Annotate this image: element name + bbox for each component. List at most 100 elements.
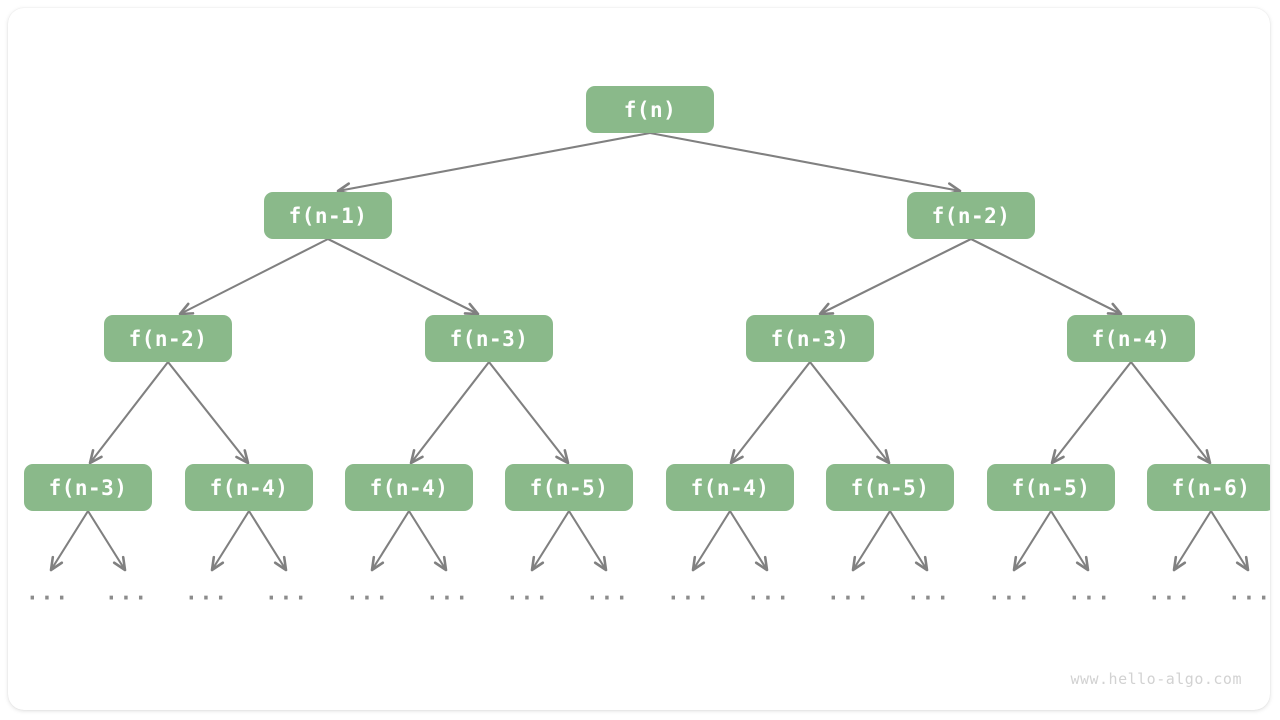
- tree-node-label: f(n-5): [1011, 475, 1091, 500]
- ellipsis-node-15: ...: [1228, 580, 1270, 605]
- tree-node-label: f(n-4): [690, 475, 770, 500]
- tree-edge-n11-e8: [691, 509, 732, 572]
- ellipsis-node-11: ...: [907, 580, 951, 605]
- tree-edge-n1-n3: [178, 237, 330, 316]
- tree-edge-n12-e10: [851, 509, 892, 572]
- ellipsis-node-10: ...: [827, 580, 871, 605]
- tree-edge-n10-e6: [530, 509, 571, 572]
- tree-edge-arrowhead: [1106, 302, 1123, 316]
- ellipsis-node-5: ...: [426, 580, 470, 605]
- tree-edge-arrowhead: [463, 302, 480, 316]
- tree-node-label: f(n-5): [850, 475, 930, 500]
- tree-node-n6: f(n-4): [1067, 315, 1195, 362]
- tree-edge-arrowhead: [88, 449, 103, 465]
- tree-node-n2: f(n-2): [907, 192, 1035, 239]
- tree-node-label: f(n-3): [770, 326, 850, 351]
- tree-edge-arrowhead: [1235, 555, 1250, 572]
- tree-edge-n2-n6: [969, 237, 1123, 316]
- tree-edge-arrowhead: [818, 302, 835, 316]
- tree-node-label: f(n-3): [449, 326, 529, 351]
- tree-edge-arrowhead: [1050, 449, 1065, 465]
- tree-edge-n3-n7: [88, 360, 170, 465]
- tree-node-n1: f(n-1): [264, 192, 392, 239]
- tree-node-n4: f(n-3): [425, 315, 553, 362]
- tree-edge-arrowhead: [409, 449, 424, 465]
- tree-node-label: f(n): [623, 97, 677, 122]
- tree-edge-arrowhead: [530, 555, 545, 572]
- tree-node-label: f(n-6): [1171, 475, 1251, 500]
- tree-edge-n11-e9: [728, 509, 769, 572]
- tree-edge-n2-n5: [818, 237, 973, 316]
- tree-edge-arrowhead: [49, 555, 64, 572]
- tree-node-label: f(n-5): [529, 475, 609, 500]
- tree-edge-n7-e0: [49, 509, 90, 572]
- tree-edge-n8-e2: [210, 509, 251, 572]
- tree-edge-arrowhead: [370, 555, 385, 572]
- tree-edge-n9-e5: [407, 509, 448, 572]
- tree-edge-arrowhead: [1197, 449, 1212, 465]
- diagram-card: f(n) f(n-1) f(n-2) f(n-2) f(n-3) f(n-3) f(n-4)…: [8, 8, 1270, 710]
- tree-node-label: f(n-3): [48, 475, 128, 500]
- tree-edge-n5-n11: [729, 360, 812, 465]
- tree-node-n0: f(n): [586, 86, 714, 133]
- tree-node-n3: f(n-2): [104, 315, 232, 362]
- tree-edge-arrowhead: [1172, 555, 1187, 572]
- tree-node-n8: f(n-4): [185, 464, 313, 511]
- ellipsis-node-3: ...: [265, 580, 309, 605]
- ellipsis-node-4: ...: [346, 580, 390, 605]
- tree-node-n7: f(n-3): [24, 464, 152, 511]
- ellipsis-node-2: ...: [185, 580, 229, 605]
- tree-edge-n0-n1: [336, 131, 652, 193]
- tree-edge-n13-e12: [1012, 509, 1053, 572]
- tree-edge-arrowhead: [235, 449, 250, 465]
- tree-edge-arrowhead: [754, 555, 769, 572]
- tree-node-n11: f(n-4): [666, 464, 794, 511]
- tree-node-label: f(n-4): [369, 475, 449, 500]
- ellipsis-node-0: ...: [26, 580, 70, 605]
- tree-node-n12: f(n-5): [826, 464, 954, 511]
- tree-node-label: f(n-2): [128, 326, 208, 351]
- watermark-label: www.hello-algo.com: [1070, 670, 1242, 688]
- tree-edge-arrowhead: [914, 555, 929, 572]
- tree-edge-arrowhead: [112, 555, 127, 572]
- ellipsis-node-6: ...: [506, 580, 550, 605]
- tree-edge-arrowhead: [210, 555, 225, 572]
- tree-edge-arrowhead: [1075, 555, 1090, 572]
- ellipsis-node-7: ...: [586, 580, 630, 605]
- tree-node-label: f(n-2): [931, 203, 1011, 228]
- tree-edge-n4-n9: [409, 360, 491, 465]
- tree-edge-arrowhead: [433, 555, 448, 572]
- tree-edge-n5-n12: [808, 360, 891, 465]
- tree-node-n10: f(n-5): [505, 464, 633, 511]
- tree-edge-arrowhead: [876, 449, 891, 465]
- tree-edge-n14-e14: [1172, 509, 1213, 572]
- tree-edge-n13-e13: [1049, 509, 1090, 572]
- tree-edge-n14-e15: [1209, 509, 1250, 572]
- tree-node-label: f(n-4): [1091, 326, 1171, 351]
- tree-edge-n12-e11: [888, 509, 929, 572]
- ellipsis-node-1: ...: [105, 580, 149, 605]
- tree-edge-n9-e4: [370, 509, 411, 572]
- tree-edge-n1-n4: [326, 237, 480, 316]
- tree-node-label: f(n-4): [209, 475, 289, 500]
- tree-edge-arrowhead: [1012, 555, 1027, 572]
- tree-edge-arrowhead: [273, 555, 288, 572]
- tree-edge-arrowhead: [178, 302, 195, 316]
- tree-edge-arrowhead: [691, 555, 706, 572]
- tree-edge-n4-n10: [487, 360, 570, 465]
- tree-edge-n0-n2: [648, 131, 962, 193]
- tree-edge-n10-e7: [567, 509, 608, 572]
- tree-edge-n3-n8: [166, 360, 250, 465]
- tree-edge-arrowhead: [555, 449, 570, 465]
- tree-edge-arrowhead: [851, 555, 866, 572]
- tree-edge-arrowhead: [729, 449, 744, 465]
- tree-node-n14: f(n-6): [1147, 464, 1270, 511]
- tree-edge-n6-n13: [1050, 360, 1133, 465]
- ellipsis-node-13: ...: [1068, 580, 1112, 605]
- tree-edge-arrowhead: [593, 555, 608, 572]
- tree-node-label: f(n-1): [288, 203, 368, 228]
- tree-node-n13: f(n-5): [987, 464, 1115, 511]
- ellipsis-node-14: ...: [1148, 580, 1192, 605]
- tree-edge-n8-e3: [247, 509, 288, 572]
